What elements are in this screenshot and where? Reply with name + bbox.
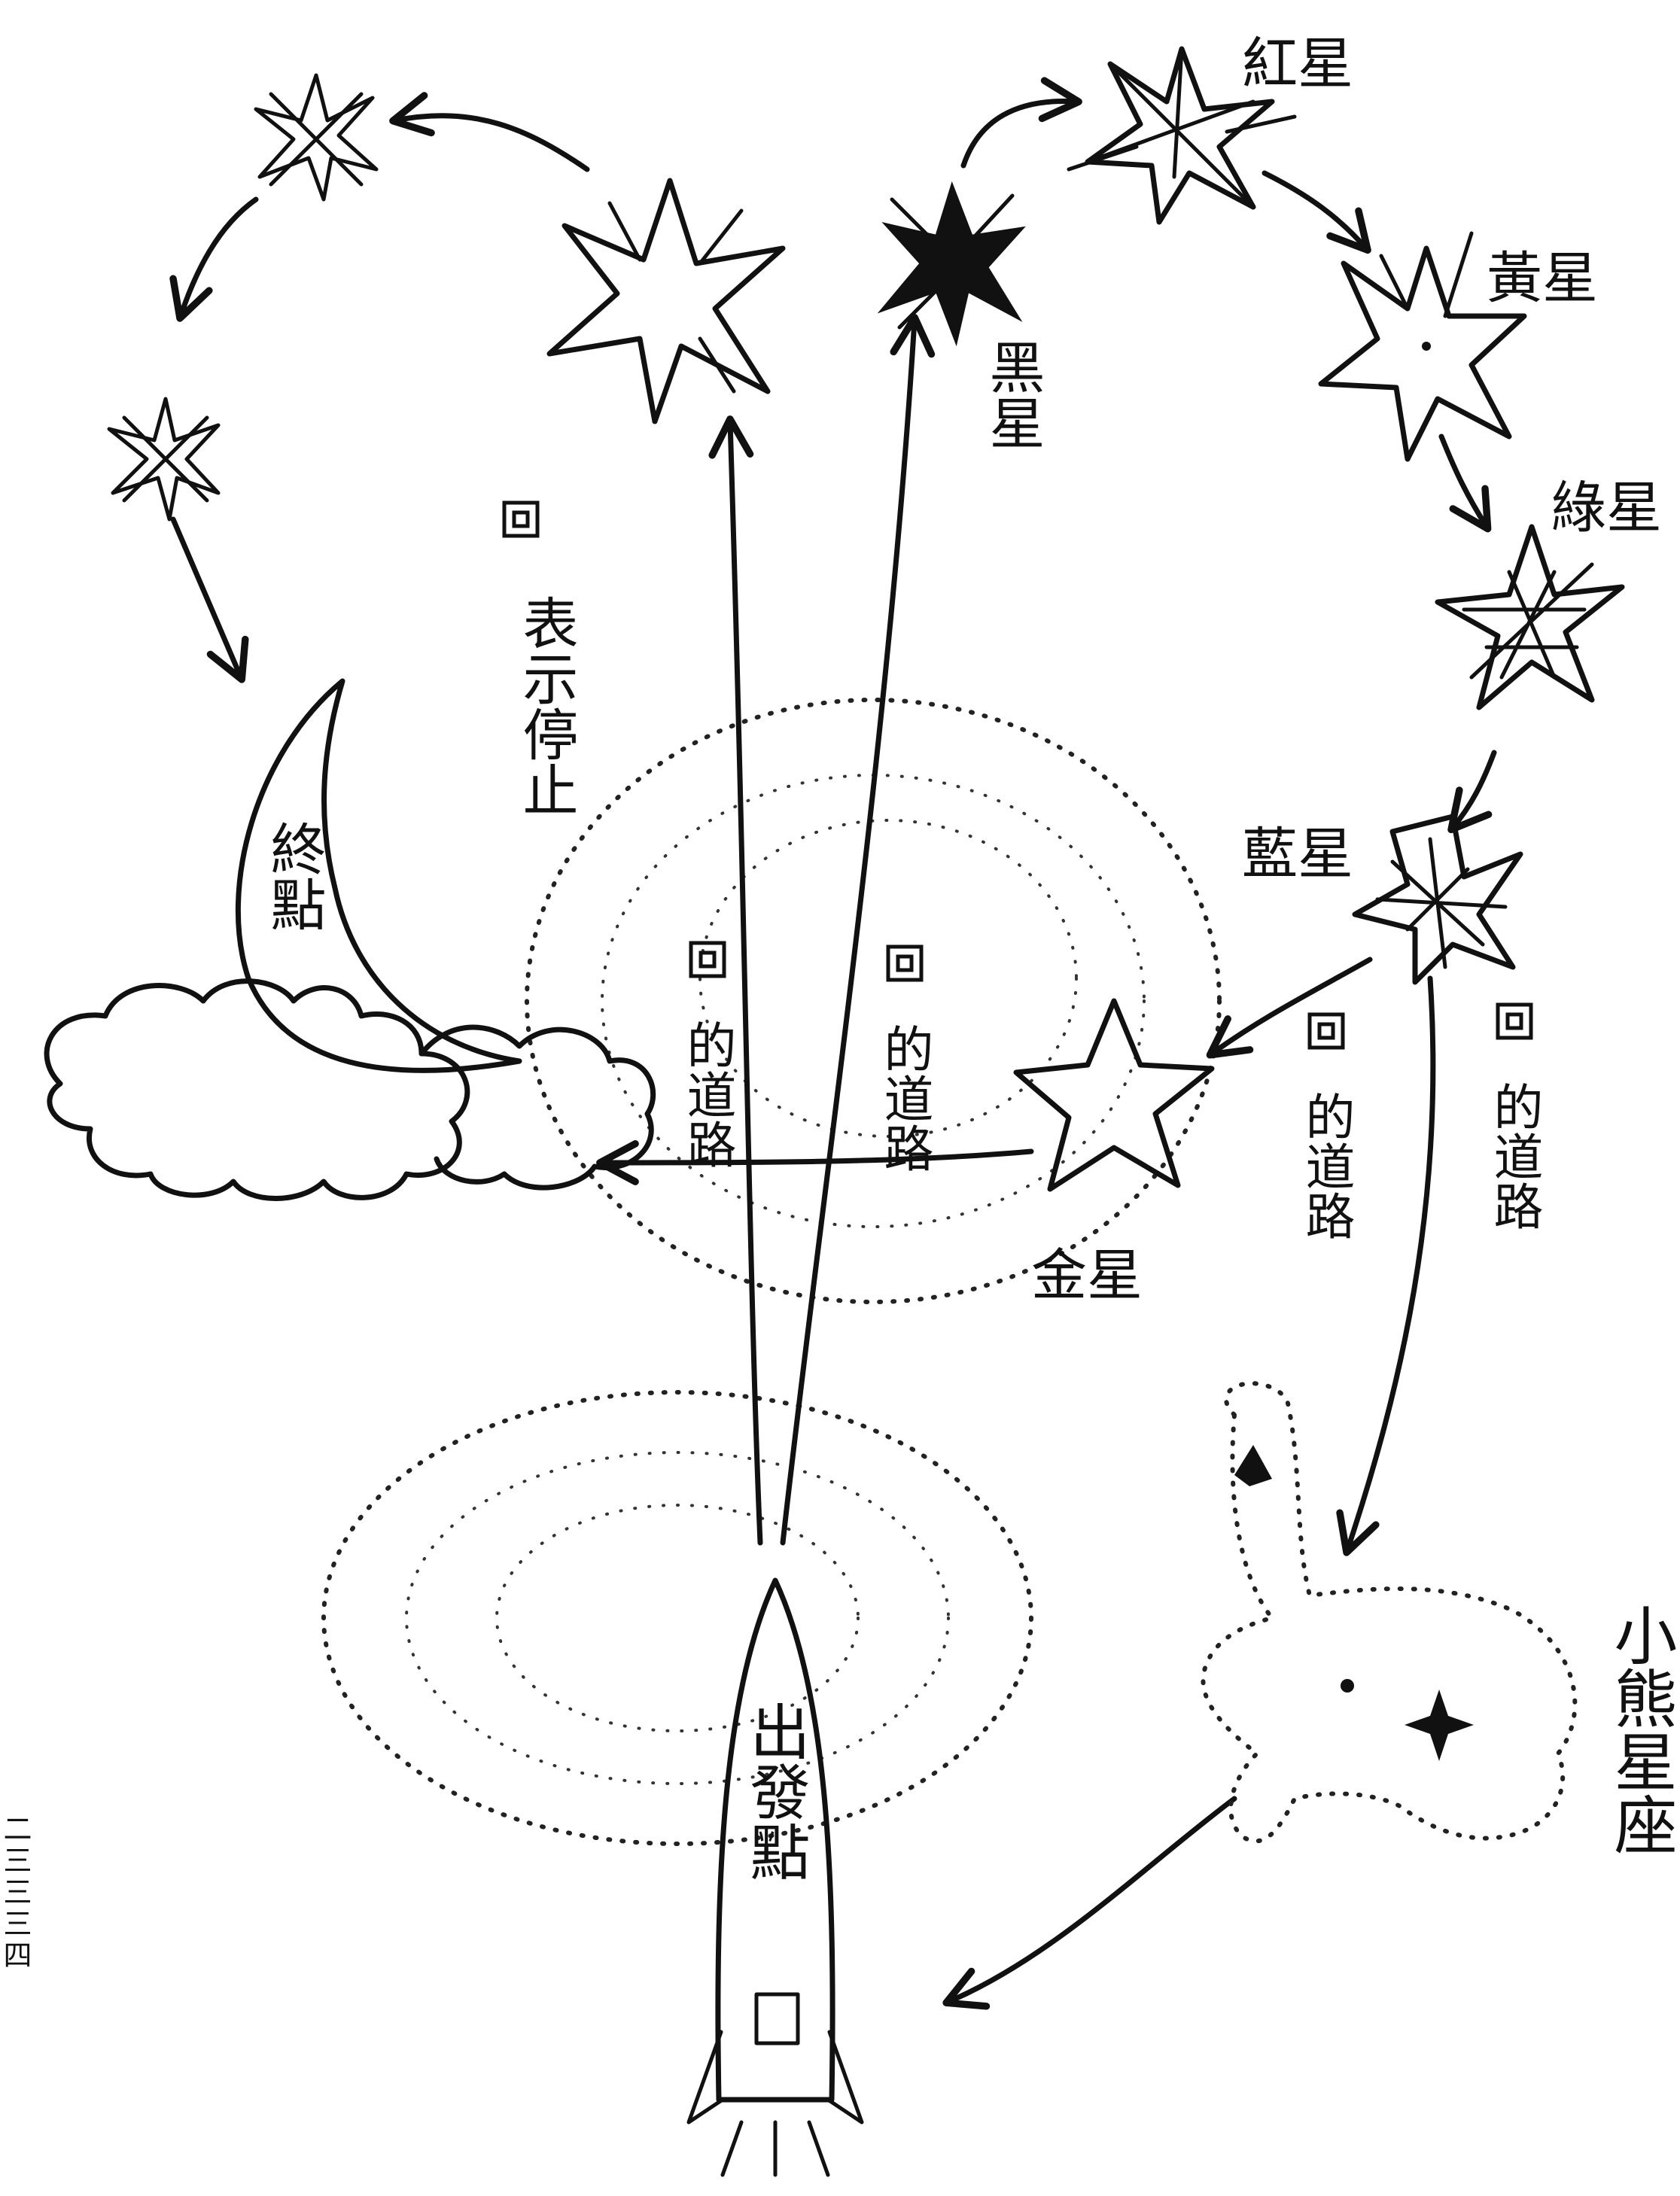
route-lines: [596, 314, 1436, 2010]
spiky-star-top-left: [254, 73, 379, 202]
label-stop-note: 表示停止: [513, 595, 578, 817]
bear-constellation-outline: [1201, 1381, 1578, 1844]
clouds: [44, 978, 656, 1201]
green-star: [1435, 524, 1625, 710]
label-road-2: 的道路: [876, 1023, 934, 1173]
label-blue-star: 藍星: [1242, 822, 1353, 887]
label-road-3: 的道路: [1298, 1091, 1356, 1240]
road-to-white-star: [708, 415, 763, 1546]
bear-star-icon: [1405, 1690, 1474, 1761]
rocket: [686, 1577, 864, 2177]
labels: 紅星 黃星 綠星 藍星 黑星 金星 終點 出發點 小熊星座 表示停止 的道路: [0, 32, 1678, 1972]
side-code: 二三三三四: [0, 1814, 32, 1972]
label-red-star: 紅星: [1242, 32, 1353, 96]
label-road-1: 的道路: [679, 1020, 737, 1169]
label-start: 出發點: [741, 1701, 811, 1881]
road-blue-to-bear: [1336, 975, 1436, 1556]
label-road-4: 的道路: [1486, 1081, 1544, 1230]
road-gold-to-end: [596, 1140, 1034, 1185]
road-bear-to-start: [942, 1796, 1237, 2010]
label-black-star: 黑星: [980, 339, 1045, 450]
label-end: 終點: [261, 820, 326, 932]
label-green-star: 綠星: [1551, 476, 1662, 540]
black-star: [877, 181, 1026, 347]
blue-star: [1352, 814, 1523, 985]
label-yellow-star: 黃星: [1487, 246, 1598, 311]
white-star: [546, 178, 786, 424]
crescent-moon: [235, 678, 522, 1073]
label-gold-star: 金星: [1031, 1243, 1143, 1308]
star-chain-arrows: [169, 77, 1497, 1059]
spiky-star-left: [107, 397, 221, 522]
label-bear-constellation: 小熊星座: [1604, 1603, 1678, 1856]
yellow-star: [1318, 231, 1527, 462]
gold-star: [1013, 998, 1215, 1192]
road-to-black-star: [780, 314, 936, 1546]
red-star: [1067, 46, 1297, 225]
